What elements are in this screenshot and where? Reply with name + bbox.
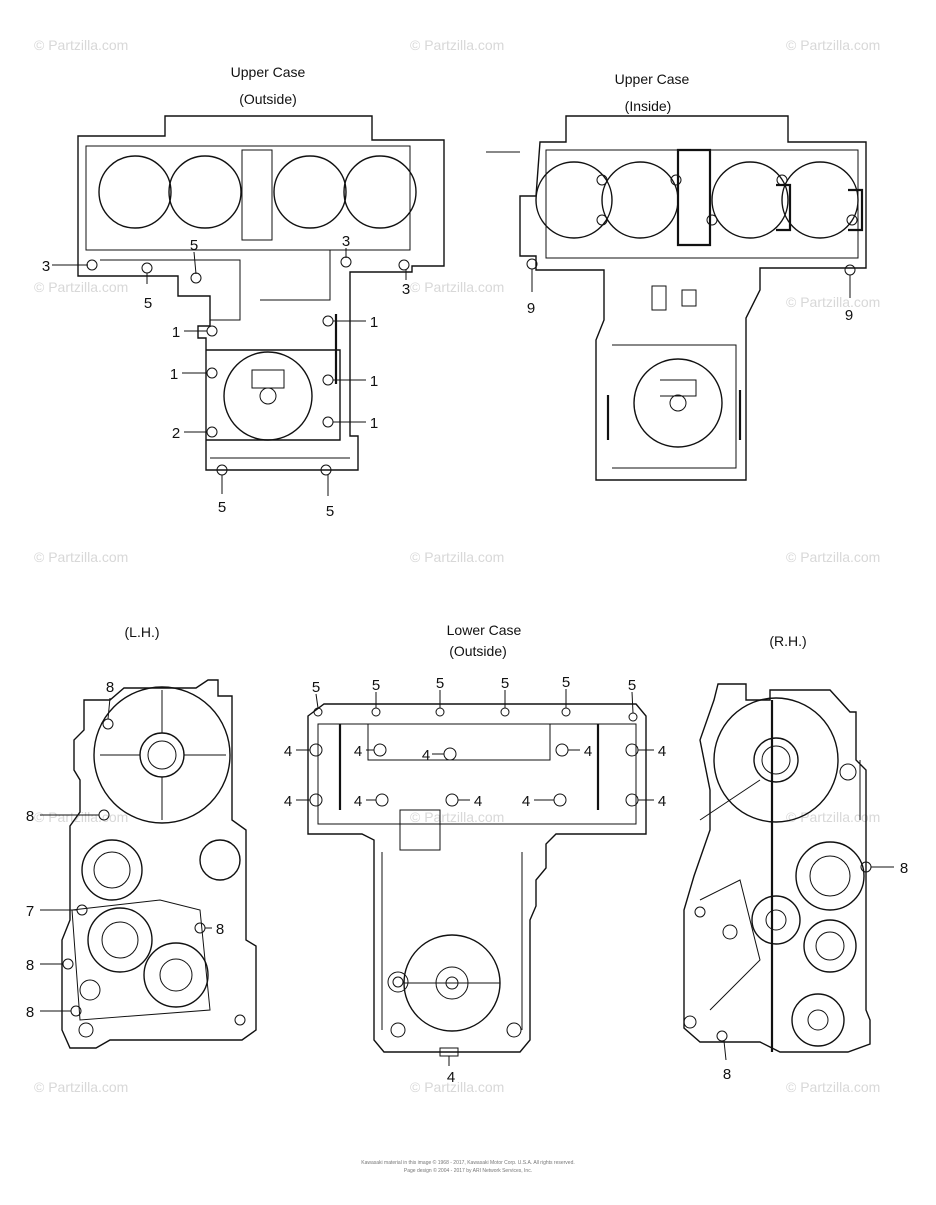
upper-case-inside-title: Upper Case	[615, 71, 690, 87]
callout-label: 5	[144, 295, 152, 312]
lower-case-outside-title: Lower Case	[447, 622, 522, 638]
callout-label: 8	[106, 679, 114, 696]
callout-label: 4	[447, 1069, 455, 1086]
callout-label: 5	[436, 675, 444, 692]
callout-label: 8	[723, 1066, 731, 1083]
callouts: 8 8	[723, 860, 908, 1083]
lh-title: (L.H.)	[125, 624, 160, 640]
watermark: © Partzilla.com	[410, 809, 504, 825]
copyright-line: Kawasaki material in this image © 1968 -…	[361, 1159, 575, 1166]
watermark: © Partzilla.com	[410, 1079, 504, 1095]
callout-label: 5	[326, 503, 334, 520]
watermark: © Partzilla.com	[410, 549, 504, 565]
lower-case-outside: Lower Case (Outside) 5	[284, 622, 666, 1086]
watermark: © Partzilla.com	[34, 37, 128, 53]
callout-label: 4	[658, 793, 666, 810]
callout-label: 9	[527, 300, 535, 317]
callout-label: 4	[284, 743, 292, 760]
callout-label: 8	[26, 808, 34, 825]
upper-case-inside: Upper Case (Inside) 9 9	[486, 71, 867, 481]
callout-label: 1	[172, 324, 180, 341]
upper-case-outside: Upper Case (Outside) 3 5	[42, 64, 445, 520]
lower-case-outside-subtitle: (Outside)	[449, 643, 507, 659]
callout-label: 1	[370, 314, 378, 331]
watermark: © Partzilla.com	[34, 1079, 128, 1095]
callout-label: 1	[370, 415, 378, 432]
watermarks: © Partzilla.com © Partzilla.com © Partzi…	[34, 37, 880, 1095]
watermark: © Partzilla.com	[786, 549, 880, 565]
callouts: 8 8 7 8 8 8	[26, 679, 224, 1021]
watermark: © Partzilla.com	[34, 279, 128, 295]
copyright-line: Page design © 2004 - 2017 by ARI Network…	[404, 1167, 532, 1174]
callout-label: 8	[900, 860, 908, 877]
callout-label: 5	[312, 679, 320, 696]
callout-label: 4	[284, 793, 292, 810]
watermark: © Partzilla.com	[34, 809, 128, 825]
callouts: 9 9	[527, 269, 853, 324]
callout-label: 7	[26, 903, 34, 920]
callout-label: 5	[562, 674, 570, 691]
watermark: © Partzilla.com	[410, 279, 504, 295]
bolt-holes	[86, 256, 410, 476]
callout-label: 8	[26, 1004, 34, 1021]
copyright-footer: Kawasaki material in this image © 1968 -…	[361, 1159, 575, 1174]
callouts: 5 5 5 5 5 5 4 4 4 4 4 4 4 4	[284, 674, 666, 1086]
bolt-holes	[526, 174, 858, 276]
watermark: © Partzilla.com	[786, 37, 880, 53]
watermark: © Partzilla.com	[786, 809, 880, 825]
callout-label: 4	[422, 747, 430, 764]
callout-label: 5	[190, 237, 198, 254]
upper-case-outside-subtitle: (Outside)	[239, 91, 297, 107]
left-hand-case: (L.H.) 8 8 7 8 8	[26, 624, 257, 1049]
callout-label: 1	[370, 373, 378, 390]
callout-label: 4	[354, 793, 362, 810]
callout-label: 3	[402, 281, 410, 298]
callout-label: 5	[501, 675, 509, 692]
callout-label: 2	[172, 425, 180, 442]
watermark: © Partzilla.com	[786, 1079, 880, 1095]
callout-label: 3	[42, 258, 50, 275]
callout-label: 3	[342, 233, 350, 250]
rh-title: (R.H.)	[769, 633, 806, 649]
bolt-holes	[683, 763, 872, 1042]
right-hand-case: (R.H.) 8 8	[683, 633, 908, 1083]
callout-label: 4	[354, 743, 362, 760]
callout-label: 8	[216, 921, 224, 938]
callout-label: 4	[522, 793, 530, 810]
callout-label: 5	[218, 499, 226, 516]
watermark: © Partzilla.com	[34, 549, 128, 565]
callout-label: 4	[474, 793, 482, 810]
upper-case-inside-subtitle: (Inside)	[625, 98, 672, 114]
callouts: 3 5 3 3 5 1 1 1 1 1 2 5 5	[42, 233, 410, 520]
callout-label: 8	[26, 957, 34, 974]
upper-case-outside-title: Upper Case	[231, 64, 306, 80]
watermark: © Partzilla.com	[410, 37, 504, 53]
watermark: © Partzilla.com	[786, 294, 880, 310]
callout-label: 5	[372, 677, 380, 694]
callout-label: 4	[658, 743, 666, 760]
callout-label: 1	[170, 366, 178, 383]
callout-label: 5	[628, 677, 636, 694]
callout-label: 4	[584, 743, 592, 760]
callout-label: 9	[845, 307, 853, 324]
